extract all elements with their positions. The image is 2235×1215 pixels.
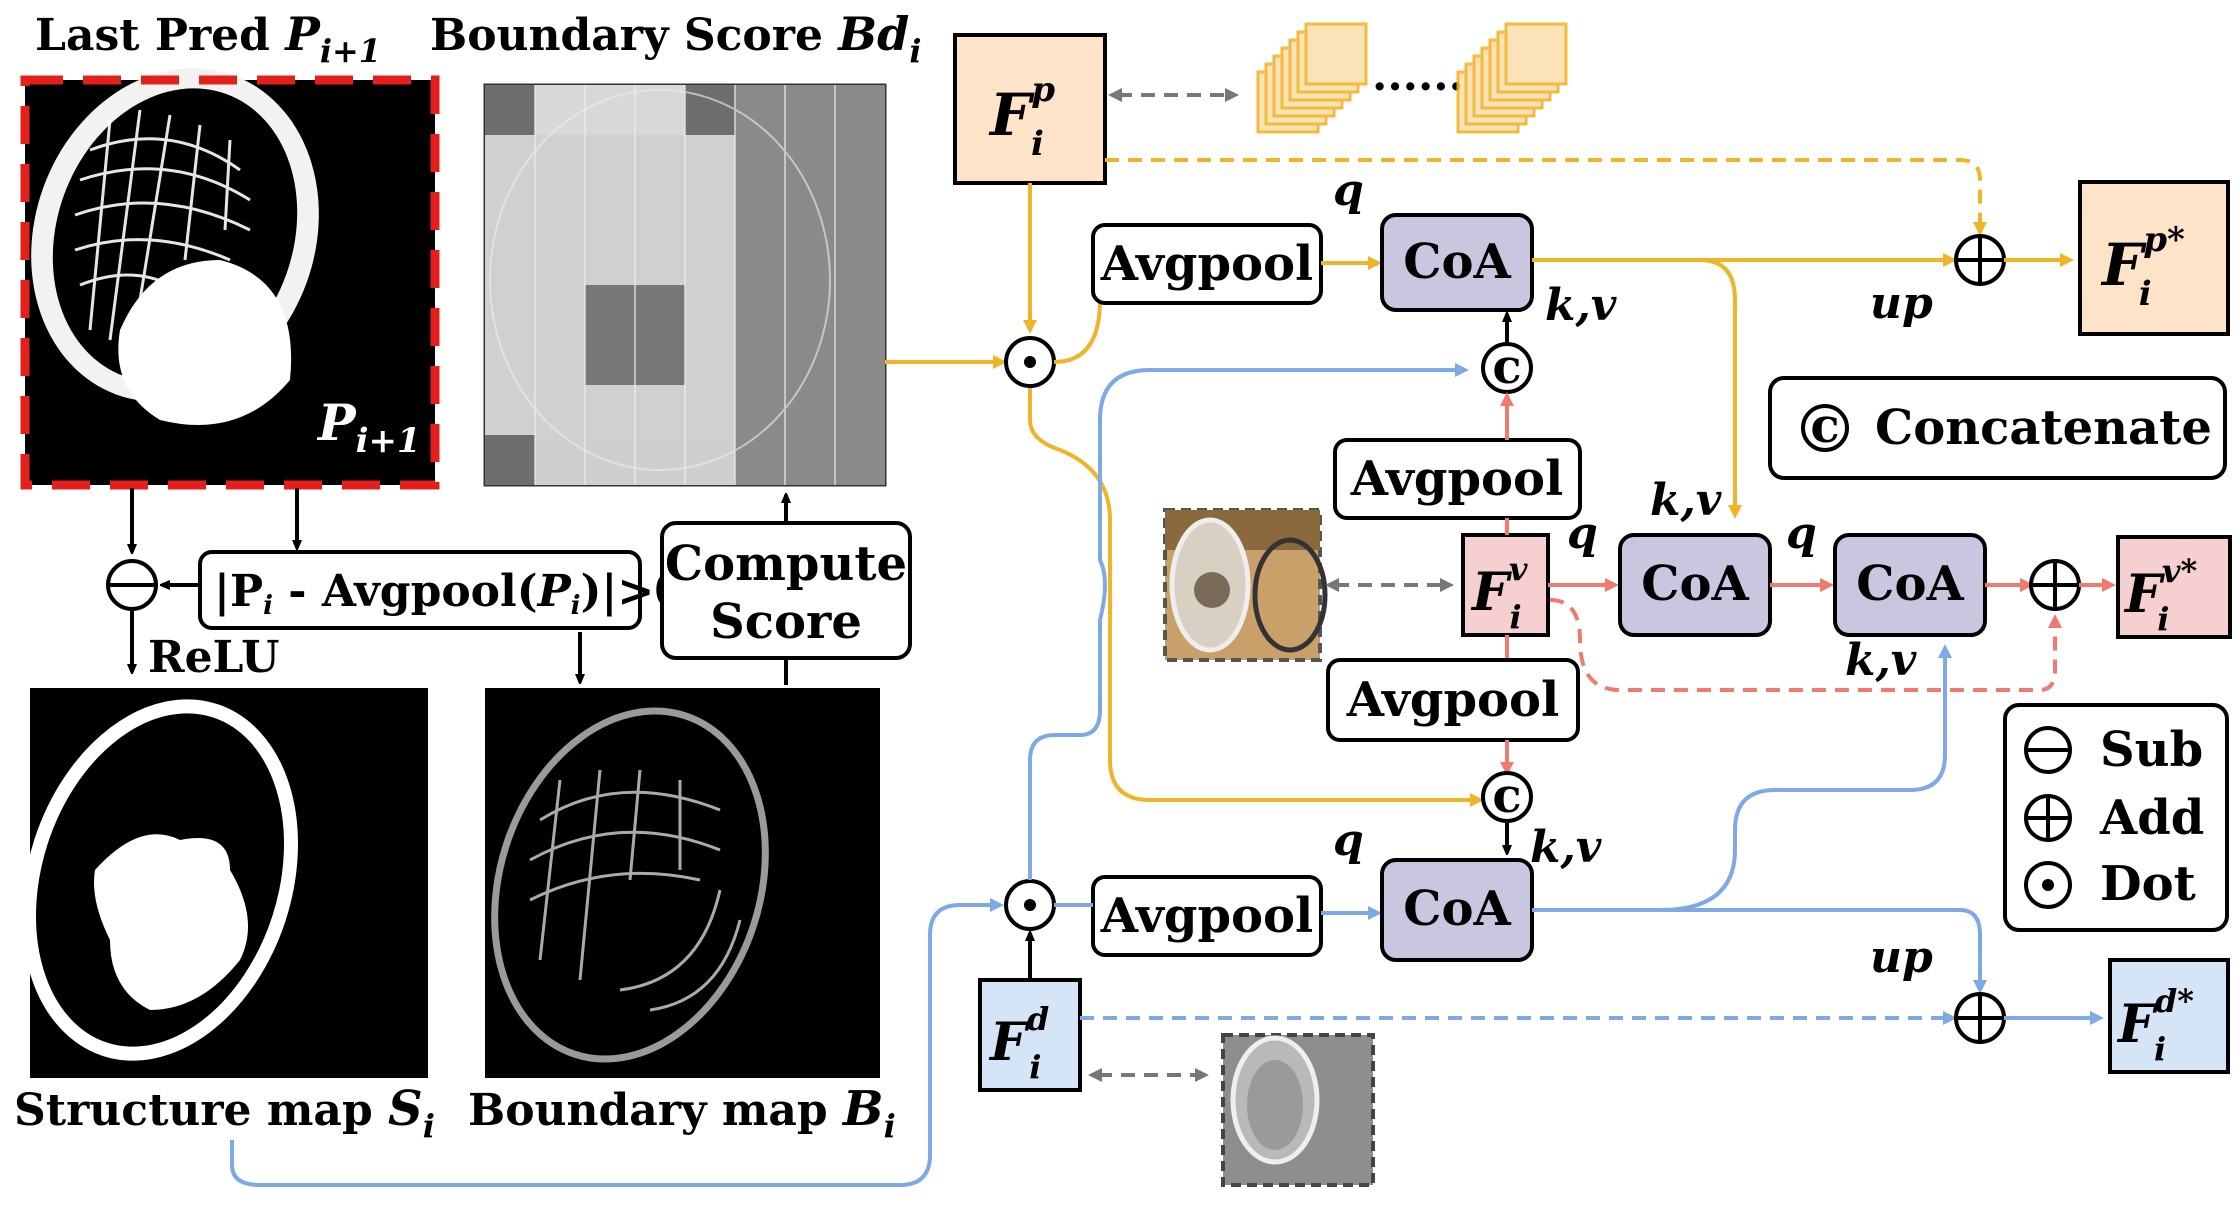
svg-text:Fp*i: Fp*i bbox=[2100, 220, 2185, 314]
compute-score-box: Compute Score bbox=[660, 521, 912, 660]
q-label-1: q bbox=[1333, 165, 1364, 216]
dot-operator-1 bbox=[1004, 336, 1056, 388]
svg-text:Avgpool: Avgpool bbox=[1346, 672, 1560, 728]
last-pred-label: Last Pred Pi+1 bbox=[35, 7, 381, 70]
svg-text:Fpi: Fpi bbox=[988, 70, 1055, 164]
q-label-2: q bbox=[1567, 508, 1598, 559]
svg-text:Fvi: Fvi bbox=[1470, 550, 1528, 636]
structure-map-label: Structure map Si bbox=[14, 1081, 435, 1145]
kv-label-1: k,v bbox=[1545, 280, 1617, 331]
svg-text:Fd*i: Fd*i bbox=[2116, 982, 2194, 1068]
coa-box-1: CoA bbox=[1380, 213, 1534, 312]
kv-label-3: k,v bbox=[1845, 635, 1917, 686]
up-label-1: up bbox=[1870, 278, 1933, 329]
avgpool-box-3: Avgpool bbox=[1326, 658, 1580, 742]
svg-text:|Pi - Avgpool(Pi)|>0: |Pi - Avgpool(Pi)|>0 bbox=[214, 566, 685, 621]
svg-text:Fdi: Fdi bbox=[988, 1000, 1049, 1086]
stack-dots: ...... bbox=[1372, 50, 1464, 101]
up-label-2: up bbox=[1870, 932, 1933, 983]
kv-label-4: k,v bbox=[1530, 822, 1602, 873]
svg-text:Dot: Dot bbox=[2100, 856, 2196, 912]
formula-box: |Pi - Avgpool(Pi)|>0 bbox=[198, 550, 685, 630]
q-label-4: q bbox=[1333, 815, 1364, 866]
dot-operator-2 bbox=[1004, 879, 1056, 931]
boundary-score-image bbox=[483, 83, 887, 487]
depth-image bbox=[1221, 1033, 1375, 1187]
concat-operator-2: c bbox=[1481, 768, 1533, 824]
svg-text:Fv*i: Fv*i bbox=[2123, 552, 2198, 638]
p-inner-label: Pi+1 bbox=[316, 393, 421, 461]
boundary-map-label: Boundary map Bi bbox=[468, 1081, 896, 1145]
svg-text:Avgpool: Avgpool bbox=[1100, 888, 1314, 944]
kv-label-2: k,v bbox=[1650, 475, 1722, 526]
svg-text:Sub: Sub bbox=[2100, 722, 2203, 778]
concat-operator-1: c bbox=[1481, 339, 1533, 395]
avgpool-box-2: Avgpool bbox=[1333, 438, 1582, 520]
svg-text:CoA: CoA bbox=[1856, 556, 1964, 612]
svg-text:c: c bbox=[1492, 339, 1521, 395]
coa-box-4: CoA bbox=[1380, 858, 1534, 962]
f-d-star-box: Fd*i bbox=[2108, 958, 2230, 1074]
add-operator-d bbox=[1954, 992, 2006, 1044]
svg-text:Avgpool: Avgpool bbox=[1350, 451, 1564, 507]
feature-stack-1 bbox=[1256, 22, 1368, 134]
svg-text:c: c bbox=[1492, 768, 1521, 824]
legend-operators: Sub Add Dot bbox=[2003, 703, 2229, 932]
svg-text:Compute: Compute bbox=[665, 536, 907, 592]
rgb-image bbox=[1163, 508, 1328, 662]
svg-text:CoA: CoA bbox=[1403, 234, 1511, 290]
svg-text:CoA: CoA bbox=[1641, 556, 1749, 612]
legend-concatenate: c Concatenate bbox=[1768, 376, 2227, 480]
last-pred-image: Pi+1 bbox=[20, 68, 440, 490]
svg-text:Avgpool: Avgpool bbox=[1100, 236, 1314, 292]
svg-text:c: c bbox=[1810, 398, 1839, 454]
svg-text:Add: Add bbox=[2099, 790, 2204, 846]
boundary-score-label: Boundary Score Bdi bbox=[430, 7, 921, 70]
svg-text:Concatenate: Concatenate bbox=[1875, 400, 2212, 456]
add-operator-p bbox=[1954, 234, 2006, 286]
svg-text:Score: Score bbox=[710, 594, 862, 650]
f-v-star-box: Fv*i bbox=[2116, 535, 2232, 639]
svg-text:CoA: CoA bbox=[1403, 881, 1511, 937]
sub-operator bbox=[106, 559, 158, 611]
relu-label: ReLU bbox=[148, 632, 279, 683]
boundary-map-image bbox=[485, 688, 880, 1078]
feature-stack-2 bbox=[1456, 22, 1568, 134]
add-operator-v bbox=[2029, 559, 2081, 611]
avgpool-box-4: Avgpool bbox=[1091, 875, 1323, 957]
structure-map-image bbox=[22, 688, 428, 1078]
f-p-star-box: Fp*i bbox=[2078, 180, 2230, 336]
coa-box-2: CoA bbox=[1618, 533, 1772, 637]
avgpool-box-1: Avgpool bbox=[1091, 223, 1323, 305]
coa-box-3: CoA bbox=[1833, 533, 1987, 637]
q-label-3: q bbox=[1786, 508, 1817, 559]
